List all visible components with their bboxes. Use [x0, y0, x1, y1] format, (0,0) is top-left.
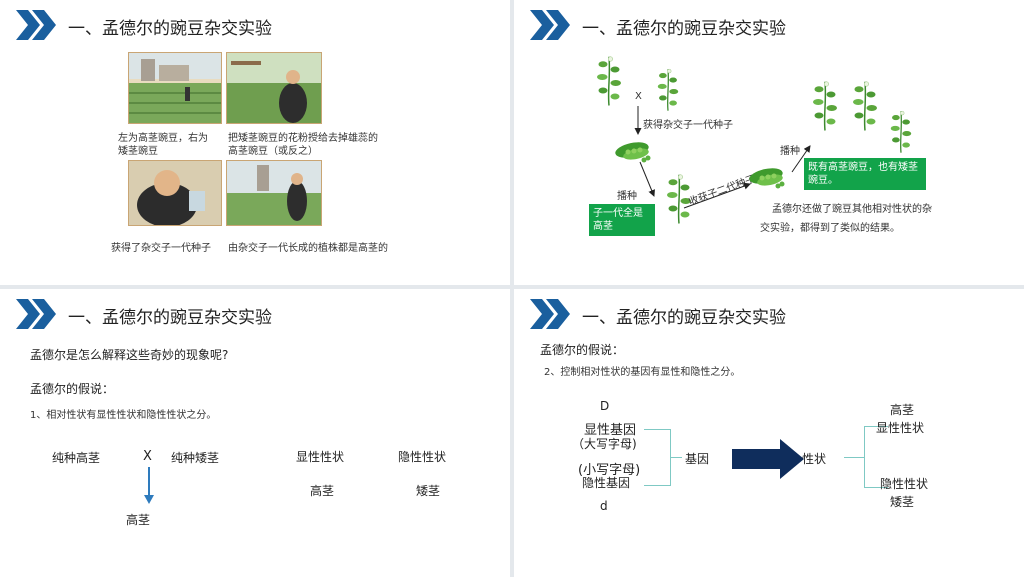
- hypothesis-label: 孟德尔的假说：: [30, 382, 115, 396]
- sow-label-2: 播种: [780, 146, 800, 157]
- hypothesis-label: 孟德尔的假说：: [540, 343, 625, 357]
- f2-short-plant-icon: [890, 110, 912, 154]
- caption-2b: 高茎豌豆（或反之）: [228, 146, 318, 157]
- recessive-gene-label: 隐性基因: [582, 476, 631, 490]
- pure-tall-label: 纯种高茎: [52, 451, 101, 465]
- recessive-trait-label: 隐性性状: [398, 450, 447, 464]
- dominant-trait-label: 显性性状: [876, 421, 925, 435]
- slide-title: 一、孟德尔的豌豆杂交实验: [68, 19, 272, 39]
- get-seeds-label: 获得杂交子一代种子: [643, 120, 733, 131]
- down-arrow-icon: [144, 467, 154, 504]
- caption-2a: 把矮茎豌豆的花粉授给去掉雄蕊的: [228, 133, 378, 144]
- trait-label: 性状: [802, 452, 827, 466]
- note-line-1: 孟德尔还做了豌豆其他相对性状的杂: [772, 204, 932, 215]
- bracket-line: [670, 457, 682, 458]
- bracket-line: [864, 426, 888, 427]
- mendel-tending-photo: [226, 52, 322, 124]
- offspring-label: 高茎: [126, 513, 151, 527]
- cross-symbol: X: [635, 91, 642, 102]
- slide-1: 一、孟德尔的豌豆杂交实验 左为高茎豌豆，右为 矮茎豌豆 把矮茎豌豆的花粉授给去掉…: [0, 0, 510, 285]
- chevron-icon: [530, 299, 570, 329]
- cross-symbol: X: [143, 449, 152, 464]
- slide-title: 一、孟德尔的豌豆杂交实验: [68, 308, 272, 328]
- mendel-seeds-photo: [128, 160, 222, 226]
- dominant-trait-label: 显性性状: [296, 450, 345, 464]
- slide-2: 一、孟德尔的豌豆杂交实验 X 获得杂交子一代种子 播种 子一代全是高茎 收获子二…: [514, 0, 1024, 285]
- note-line-2: 交实验，都得到了类似的结果。: [760, 223, 900, 234]
- lowercase-note: (小写字母): [578, 463, 641, 478]
- hypothesis-point-2: 2、控制相对性状的基因有显性和隐性之分。: [544, 367, 741, 378]
- result-box: 既有高茎豌豆，也有矮茎豌豆。: [804, 158, 926, 190]
- uppercase-note: （大写字母): [572, 437, 637, 451]
- f2-tall-plant-icon: [812, 81, 838, 132]
- slide-3: 一、孟德尔的豌豆杂交实验 孟德尔是怎么解释这些奇妙的现象呢? 孟德尔的假说： 1…: [0, 289, 510, 577]
- big-right-arrow-icon: [732, 439, 804, 479]
- caption-3: 获得了杂交子一代种子: [111, 243, 211, 254]
- slide-title: 一、孟德尔的豌豆杂交实验: [582, 19, 786, 39]
- caption-1a: 左为高茎豌豆，右为: [118, 133, 208, 144]
- gene-D: D: [600, 399, 610, 413]
- chevron-icon: [16, 10, 56, 40]
- hypothesis-point-1: 1、相对性状有显性性状和隐性性状之分。: [30, 410, 217, 421]
- f1-all-tall-box: 子一代全是高茎: [589, 204, 655, 236]
- pea-pods-icon: [748, 165, 785, 189]
- caption-4: 由杂交子一代长成的植株都是高茎的: [228, 243, 388, 254]
- question-text: 孟德尔是怎么解释这些奇妙的现象呢?: [30, 348, 229, 362]
- slide-title: 一、孟德尔的豌豆杂交实验: [582, 308, 786, 328]
- bracket-line: [864, 426, 865, 488]
- pure-short-label: 纯种矮茎: [171, 451, 220, 465]
- recessive-trait-label: 隐性性状: [880, 477, 929, 491]
- tall-plants-photo: [226, 160, 322, 226]
- slide-4: 一、孟德尔的豌豆杂交实验 孟德尔的假说： 2、控制相对性状的基因有显性和隐性之分…: [514, 289, 1024, 577]
- gene-d: d: [600, 499, 608, 513]
- sow-label-1: 播种: [617, 191, 637, 202]
- garden-photo: [128, 52, 222, 124]
- bracket-line: [844, 457, 864, 458]
- gene-label: 基因: [685, 452, 710, 466]
- dominant-example: 高茎: [310, 484, 335, 498]
- caption-1b: 矮茎豌豆: [118, 146, 158, 157]
- tall-label: 高茎: [890, 403, 915, 417]
- bracket-line: [864, 487, 888, 488]
- bracket-line: [644, 429, 670, 430]
- recessive-example: 矮茎: [416, 484, 441, 498]
- dominant-gene-label: 显性基因: [584, 423, 637, 438]
- chevron-icon: [16, 299, 56, 329]
- bracket-line: [644, 485, 670, 486]
- arrows-layer: [634, 106, 811, 209]
- f2-tall-plant-icon: [852, 81, 878, 132]
- pea-pods-icon: [614, 139, 651, 163]
- short-label: 矮茎: [890, 495, 915, 509]
